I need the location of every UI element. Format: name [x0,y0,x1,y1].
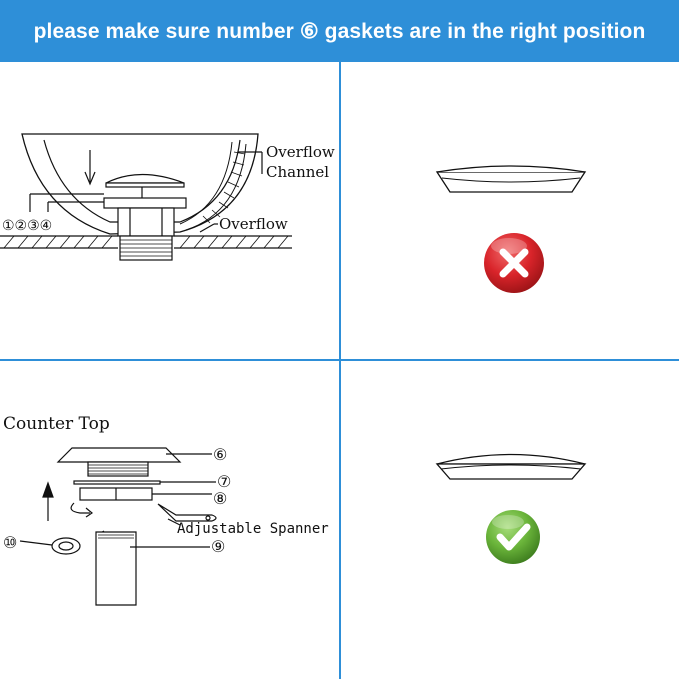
header-title: please make sure number ⑥ gaskets are in… [33,19,646,43]
label-part-7: ⑦ [217,472,231,491]
grid-divider-vertical [339,62,341,679]
grid-divider-horizontal [0,359,679,361]
label-counter-top: Counter Top [3,414,110,434]
label-part-9: ⑨ [211,537,225,556]
check-icon [486,510,540,564]
label-part-10: ⑩ [3,533,17,552]
right-gasket-panel [435,453,587,564]
header-banner: please make sure number ⑥ gaskets are in… [0,0,679,62]
wrong-gasket-panel [435,165,587,293]
gasket-correct [435,453,587,480]
cross-icon [484,233,544,293]
label-parts-1-4: ①②③④ [2,218,52,234]
label-part-6: ⑥ [213,445,227,464]
label-overflow: Overflow [219,215,288,233]
label-overflow-channel-line1: Overflow [266,143,335,161]
drain-cross-section-diagram: Overflow Channel Overflow ①②③④ [0,133,335,261]
label-adjustable-spanner: Adjustable Spanner [177,521,329,537]
gasket-upside-down [435,165,587,193]
label-overflow-channel-line2: Channel [266,163,329,181]
assembly-diagram: Counter Top [3,414,329,606]
label-part-8: ⑧ [213,489,227,508]
